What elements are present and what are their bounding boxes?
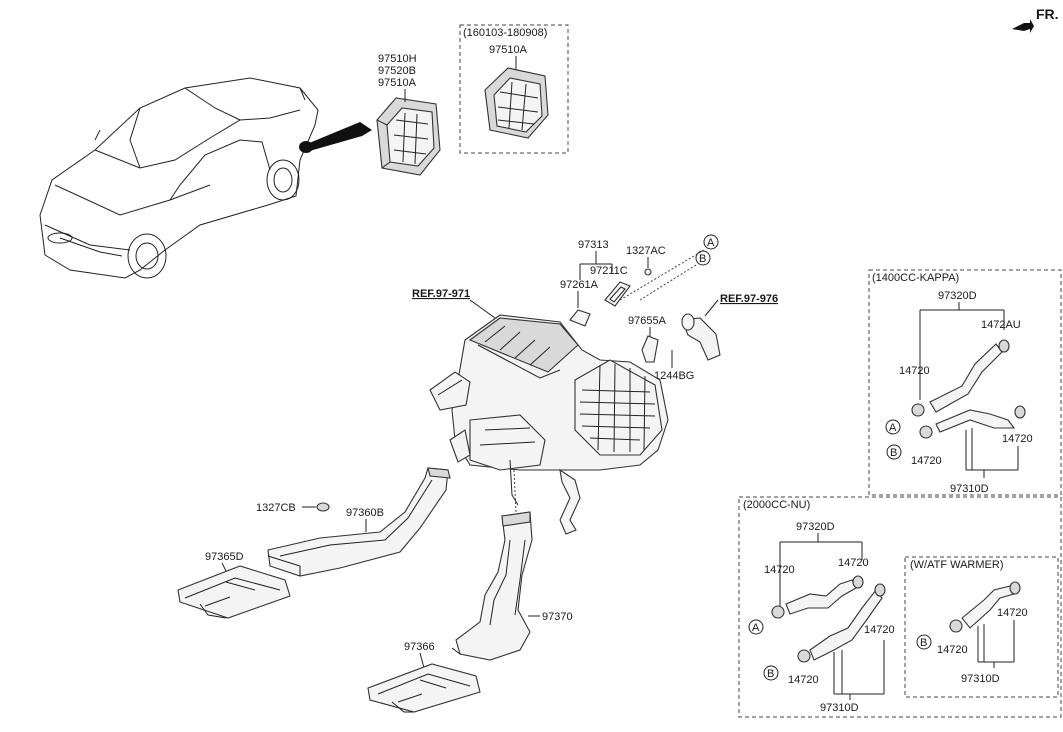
heater-hose-connector	[681, 313, 721, 361]
kappa-callout-A: A	[885, 419, 901, 435]
part-1327AC: 1327AC	[626, 245, 666, 257]
atf-part-97310D: 97310D	[961, 673, 1000, 685]
rear-heating-duct-97370	[451, 511, 533, 661]
grommet-97655A	[641, 335, 659, 363]
svg-text:A: A	[752, 622, 760, 634]
variant-box-kappa: (1400CC-KAPPA) 97320D 1472AU 14720 A B 1…	[868, 269, 1062, 496]
kappa-part-97310D: 97310D	[950, 483, 989, 495]
nu-callout-B: B	[763, 665, 779, 681]
kappa-hose-upper	[911, 339, 1010, 417]
kappa-part-1472AU: 1472AU	[981, 319, 1021, 331]
part-97520B: 97520B	[378, 65, 416, 77]
part-97365D: 97365D	[205, 551, 244, 563]
front-label: FR.	[1036, 6, 1059, 22]
air-extractor-grille-1	[376, 97, 441, 176]
nu-part-97320D: 97320D	[796, 521, 835, 533]
atf-part-14720-b: 14720	[937, 644, 968, 656]
front-direction-indicator: FR.	[1012, 6, 1059, 33]
callout-B-label: B	[699, 253, 706, 265]
part-97366: 97366	[404, 641, 435, 653]
variant-label-nu: (2000CC-NU)	[743, 499, 810, 511]
nu-part-97310D: 97310D	[820, 702, 859, 714]
kappa-callout-B: B	[886, 444, 902, 460]
air-extractor-grille-2	[484, 67, 549, 139]
svg-text:A: A	[889, 422, 897, 434]
seal-97261A	[569, 309, 591, 327]
part-97211C: 97211C	[590, 265, 628, 277]
callout-B-top: B	[695, 250, 711, 266]
variant-label-atf: (W/ATF WARMER)	[910, 559, 1003, 571]
variant-box-grille: (160103-180908) 97510A	[459, 24, 569, 154]
part-1244BG: 1244BG	[654, 370, 694, 382]
variant-box-nu: (2000CC-NU) 97320D 14720 14720 A B 14720…	[738, 496, 1062, 718]
part-1327CB: 1327CB	[256, 502, 296, 514]
gasket-97211C	[604, 281, 631, 307]
part-97360B: 97360B	[346, 507, 384, 519]
grille-callouts-1: 97510H 97520B 97510A	[378, 53, 417, 102]
atf-hose	[949, 581, 1021, 633]
kappa-hose-lower	[919, 405, 1026, 439]
nu-part-14720-b: 14720	[838, 557, 869, 569]
rear-heating-duct-97360B	[267, 467, 451, 577]
nu-callout-A: A	[748, 619, 764, 635]
kappa-part-97320D: 97320D	[938, 290, 977, 302]
vehicle-illustration	[39, 77, 372, 279]
callout-A-top: A	[703, 234, 719, 250]
part-97510A-variant: 97510A	[489, 44, 528, 56]
part-97370: 97370	[542, 611, 573, 623]
variant-label-kappa: (1400CC-KAPPA)	[872, 272, 959, 284]
callout-A-label: A	[707, 237, 715, 249]
svg-text:B: B	[920, 637, 927, 649]
rear-duct-97366	[367, 663, 481, 713]
rear-duct-97365D	[177, 565, 291, 619]
atf-part-14720-a: 14720	[997, 607, 1028, 619]
location-pointer	[302, 122, 372, 152]
reference-97-971: REF.97-971	[412, 288, 470, 300]
clip-1327CB	[316, 502, 330, 512]
kappa-part-14720-b: 14720	[1002, 433, 1033, 445]
part-97510A: 97510A	[378, 77, 417, 89]
part-97510H: 97510H	[378, 53, 417, 65]
nu-part-14720-a: 14720	[764, 564, 795, 576]
part-97655A: 97655A	[628, 315, 667, 327]
variant-box-atf-warmer: (W/ATF WARMER) 14720 B 14720 97310D	[904, 556, 1059, 698]
atf-callout-B: B	[916, 634, 932, 650]
variant-label-grille: (160103-180908)	[463, 27, 547, 39]
part-97313: 97313	[578, 239, 609, 251]
nu-part-14720-d: 14720	[788, 674, 819, 686]
front-arrow-icon	[1012, 19, 1034, 33]
nu-hose-upper	[771, 575, 864, 619]
heater-blower-unit	[429, 314, 669, 535]
svg-text:B: B	[767, 668, 774, 680]
reference-97-976: REF.97-976	[720, 293, 778, 305]
kappa-part-14720-c: 14720	[911, 455, 942, 467]
svg-text:B: B	[890, 447, 897, 459]
part-97261A: 97261A	[560, 279, 599, 291]
nu-part-14720-c: 14720	[864, 624, 895, 636]
nu-hose-lower	[797, 583, 886, 663]
kappa-part-14720-a: 14720	[899, 365, 930, 377]
